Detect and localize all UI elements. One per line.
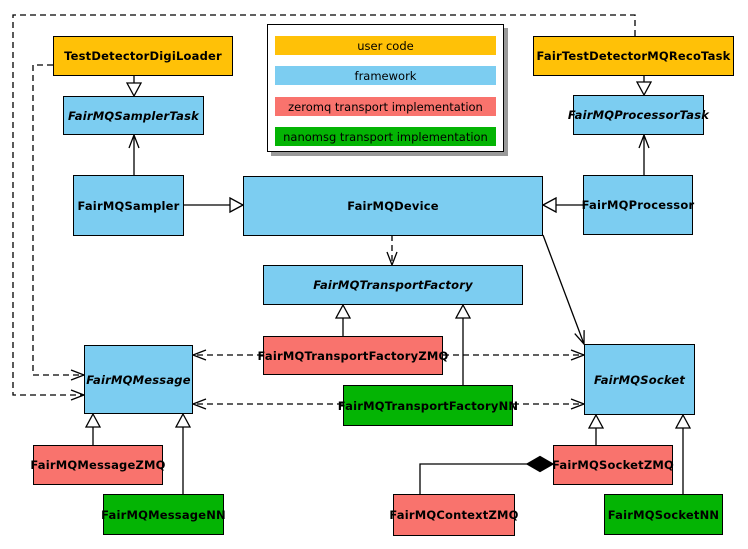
edge-sampler-uses-sampler-task-arrow-marker: [128, 133, 140, 149]
node-fairmq-processor-task: FairMQProcessorTask: [568, 95, 709, 135]
edge-digi-loader-extends-sampler-task-triangle-marker: [125, 82, 143, 98]
legend-item-framework: framework: [275, 66, 496, 85]
edge-sampler-extends-device-triangle-marker: [229, 196, 245, 214]
edge-message-zmq-extends-message-triangle-marker: [84, 412, 102, 428]
node-fairmq-transport-factory-zmq: FairMQTransportFactoryZMQ: [258, 336, 448, 375]
edge-socket-zmq-owns-context-zmq-diamond-marker: [525, 455, 555, 473]
edge-factory-nn-creates-message-arrow-marker: [191, 398, 207, 410]
edge-factory-zmq-creates-message-arrow-marker: [191, 349, 207, 361]
edge-socket-zmq-extends-socket-triangle-marker: [587, 413, 605, 429]
edge-processor-uses-processor-task-arrow-marker: [638, 133, 650, 149]
node-fairmq-sampler: FairMQSampler: [73, 175, 184, 236]
edge-digi-loader-depends-message: [32, 64, 84, 376]
node-fairmq-processor: FairMQProcessor: [582, 175, 694, 235]
node-fairmq-message: FairMQMessage: [84, 345, 193, 414]
edge-factory-zmq-extends-factory-triangle-marker: [334, 303, 352, 319]
node-fairmq-socket-zmq: FairMQSocketZMQ: [552, 445, 674, 485]
legend-item-zeromq: zeromq transport implementation: [275, 97, 496, 116]
node-fairmq-transport-factory: FairMQTransportFactory: [263, 265, 523, 305]
node-fairmq-transport-factory-nn: FairMQTransportFactoryNN: [338, 385, 518, 426]
node-fairmq-socket: FairMQSocket: [584, 344, 695, 415]
node-fairmq-message-nn: FairMQMessageNN: [101, 494, 226, 535]
node-fairmq-socket-nn: FairMQSocketNN: [604, 494, 723, 535]
edge-device-uses-socket: [542, 234, 585, 345]
edge-factory-nn-extends-factory-triangle-marker: [454, 303, 472, 319]
legend-item-nanomsg: nanomsg transport implementation: [275, 127, 496, 146]
node-fair-test-detector-mq-reco-task: FairTestDetectorMQRecoTask: [533, 36, 734, 76]
edge-socket-nn-extends-socket-triangle-marker: [674, 413, 692, 429]
node-fairmq-sampler-task: FairMQSamplerTask: [63, 96, 204, 135]
node-fairmq-context-zmq: FairMQContextZMQ: [389, 494, 518, 536]
edge-socket-zmq-owns-context-zmq: [419, 463, 528, 494]
edge-processor-extends-device-triangle-marker: [541, 196, 557, 214]
node-test-detector-digi-loader: TestDetectorDigiLoader: [53, 36, 233, 76]
legend-item-user-code: user code: [275, 36, 496, 55]
edge-reco-task-extends-processor-task-triangle-marker: [635, 81, 653, 97]
legend: user code framework zeromq transport imple…: [267, 24, 504, 152]
edge-message-nn-extends-message-triangle-marker: [174, 412, 192, 428]
node-fairmq-device: FairMQDevice: [243, 176, 543, 236]
node-fairmq-message-zmq: FairMQMessageZMQ: [30, 445, 165, 485]
edge-reco-task-depends-message: [12, 14, 636, 396]
